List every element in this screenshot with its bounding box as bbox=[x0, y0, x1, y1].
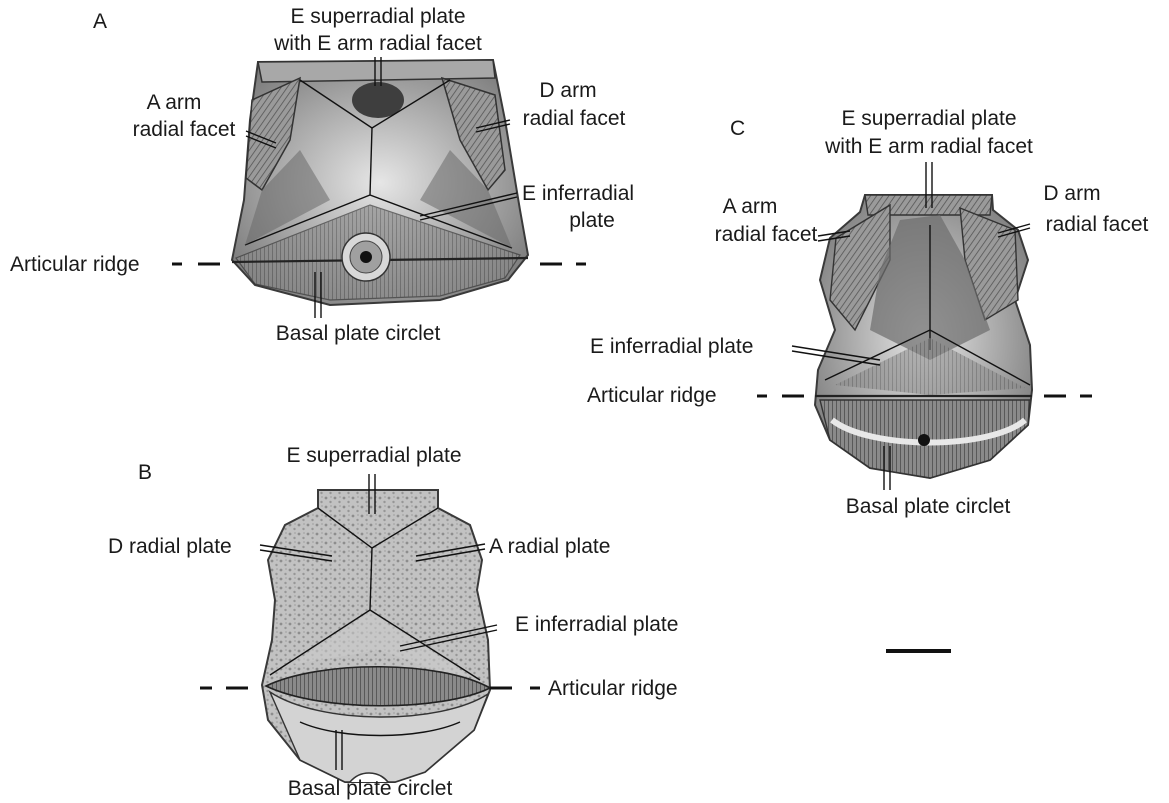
panel-c-a-arm-line2: radial facet bbox=[715, 223, 818, 246]
panel-b-superradial: E superradial plate bbox=[286, 444, 461, 467]
panel-c-a-arm-line1: A arm bbox=[723, 195, 778, 218]
panel-a-articular-ridge: Articular ridge bbox=[10, 253, 140, 276]
panel-a-inferradial-line2: plate bbox=[569, 209, 615, 232]
panel-c-inferradial: E inferradial plate bbox=[590, 335, 753, 358]
panel-a-d-arm-line2: radial facet bbox=[523, 107, 626, 130]
panel-c-specimen bbox=[815, 195, 1032, 478]
panel-c-basal: Basal plate circlet bbox=[846, 495, 1011, 518]
panel-c-letter: C bbox=[730, 117, 745, 140]
panel-b-inferradial: E inferradial plate bbox=[515, 613, 678, 636]
panel-b-articular-ridge: Articular ridge bbox=[548, 677, 678, 700]
panel-b-letter: B bbox=[138, 461, 152, 484]
panel-c-superradial-line1: E superradial plate bbox=[841, 107, 1016, 130]
panel-b-basal: Basal plate circlet bbox=[288, 777, 453, 800]
panel-a-letter: A bbox=[93, 10, 107, 33]
panel-a-a-arm-line1: A arm bbox=[147, 91, 202, 114]
panel-c-superradial-line2: with E arm radial facet bbox=[824, 135, 1033, 158]
panel-a-inferradial-line1: E inferradial bbox=[522, 182, 634, 205]
panel-a-a-arm-line2: radial facet bbox=[133, 118, 236, 141]
panel-a-specimen bbox=[232, 60, 528, 305]
panel-b-a-radial: A radial plate bbox=[489, 535, 610, 558]
panel-b-specimen bbox=[262, 490, 490, 782]
panel-c-articular-ridge: Articular ridge bbox=[587, 384, 717, 407]
panel-a-superradial-line2: with E arm radial facet bbox=[273, 32, 482, 55]
panel-c-d-arm-line1: D arm bbox=[1043, 182, 1100, 205]
panel-c-d-arm-line2: radial facet bbox=[1046, 213, 1149, 236]
panel-a-superradial-line1: E superradial plate bbox=[290, 5, 465, 28]
panel-b-d-radial: D radial plate bbox=[108, 535, 232, 558]
panel-a-d-arm-line1: D arm bbox=[539, 79, 596, 102]
panel-a-basal: Basal plate circlet bbox=[276, 322, 441, 345]
